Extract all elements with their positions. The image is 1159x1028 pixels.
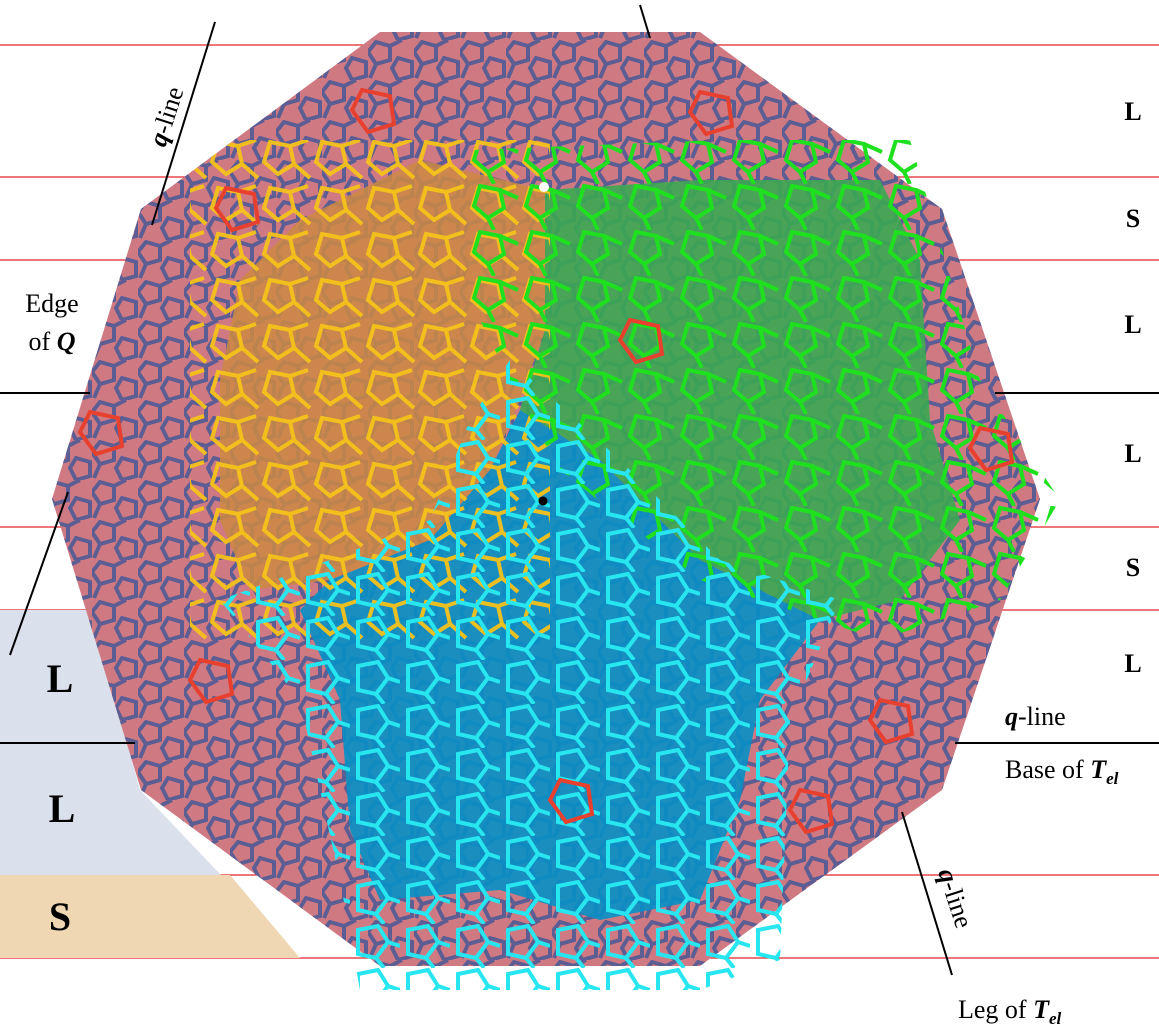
band-label-4: L [1124,439,1141,468]
left-band-blue [0,610,300,958]
q-line-label-right: q-line [1005,702,1066,731]
left-band-label-2: L [49,786,76,831]
right-band-labels: L S L L S L [1124,97,1141,678]
q-lines [0,4,1159,976]
white-dot [539,182,549,192]
q-line-label-top-left: q-line [143,83,189,150]
red-pentagons [77,87,1015,835]
band-label-1: L [1124,97,1141,126]
left-band-label-3: S [49,894,71,939]
band-label-2: S [1126,204,1140,233]
edge-label-line1: Edge [25,289,78,318]
band-label-6: L [1124,649,1141,678]
base-of-tel-label: Base of Tel [1005,755,1119,788]
edge-of-q-label: Edge of Q [25,289,78,356]
band-label-3: L [1124,310,1141,339]
band-label-5: S [1126,553,1140,582]
black-dot [538,496,548,506]
edge-label-line2: of Q [29,327,76,356]
left-band-label-1: L [47,656,74,701]
left-band-labels: L L S [47,656,76,939]
leg-of-tel-label: Leg of Tel [958,995,1062,1028]
left-band-tan [0,875,300,958]
